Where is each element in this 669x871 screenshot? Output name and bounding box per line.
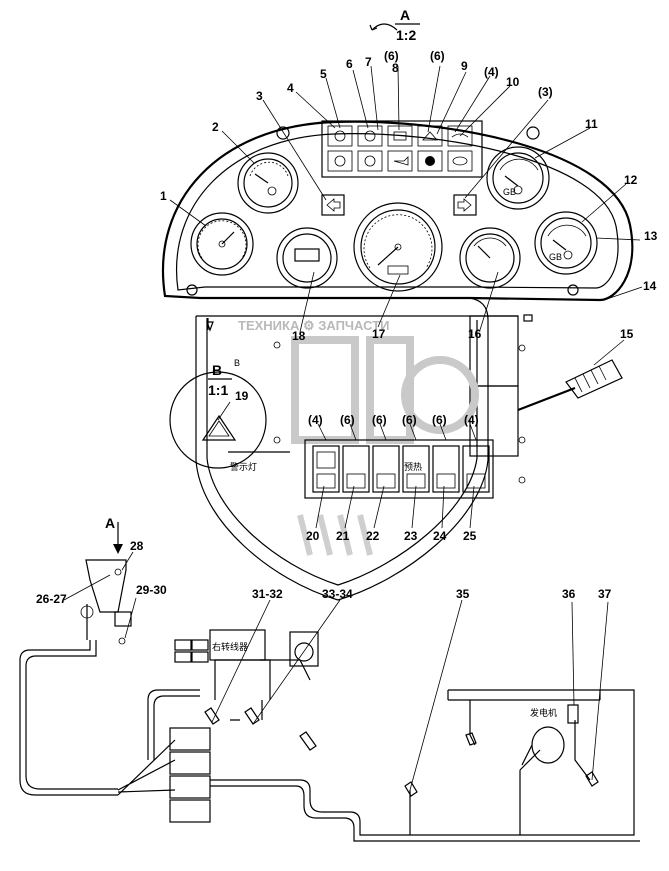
warning-light-panel bbox=[321, 120, 483, 178]
callout-c9: 9 bbox=[461, 59, 468, 73]
parking-icon bbox=[334, 155, 346, 167]
callout-c9q: (6) bbox=[430, 49, 445, 63]
oil-icon bbox=[334, 130, 346, 142]
callout-c2930: 29-30 bbox=[136, 583, 167, 597]
detail-b-letter: B bbox=[212, 362, 222, 378]
callout-c25: 25 bbox=[463, 529, 477, 543]
gauge-12-voltmeter: GB bbox=[534, 211, 598, 275]
generator-label: 发电机 bbox=[530, 707, 557, 718]
right-arrow-icon bbox=[457, 198, 472, 212]
callout-c19: 19 bbox=[235, 389, 249, 403]
callout-c3334: 33-34 bbox=[322, 587, 353, 601]
callout-c36: 36 bbox=[562, 587, 576, 601]
bracket-28 bbox=[80, 559, 132, 645]
connectors: 右转线器 发电机 bbox=[174, 629, 599, 797]
tachometer bbox=[353, 202, 443, 292]
left-arrow-icon bbox=[326, 198, 341, 212]
callout-c14: 14 bbox=[643, 279, 657, 293]
callout-c6: 6 bbox=[346, 57, 353, 71]
callout-s5: (6) bbox=[432, 413, 447, 427]
callout-c10q: (4) bbox=[484, 65, 499, 79]
headlight-icon bbox=[393, 156, 409, 166]
callout-c12: 12 bbox=[624, 173, 638, 187]
arrow-a: A bbox=[105, 515, 123, 554]
arrow-a-letter: A bbox=[105, 515, 115, 531]
battery-icon bbox=[393, 131, 407, 141]
callout-c3: 3 bbox=[256, 89, 263, 103]
gauge-1-oil-pressure bbox=[190, 212, 254, 276]
callout-c23: 23 bbox=[404, 529, 418, 543]
callout-c2: 2 bbox=[212, 120, 219, 134]
callout-c22: 22 bbox=[366, 529, 380, 543]
watermark-text: ТЕХНИКА ⚙ ЗАПЧАСТИ bbox=[238, 318, 389, 333]
callout-c10: 10 bbox=[506, 75, 520, 89]
callout-c15: 15 bbox=[620, 327, 634, 341]
callout-s3: (6) bbox=[372, 413, 387, 427]
callout-s6: (4) bbox=[464, 413, 479, 427]
lamp-icon bbox=[452, 156, 468, 166]
callout-c8: 8 bbox=[392, 61, 399, 75]
callout-c3132: 31-32 bbox=[252, 587, 283, 601]
gauge-11-temperature: GB bbox=[486, 146, 550, 210]
gauge-2-hour-meter bbox=[237, 152, 299, 214]
callout-c20: 20 bbox=[306, 529, 320, 543]
callout-c24: 24 bbox=[433, 529, 447, 543]
detail-b-callout: B B 1:1 警示灯 bbox=[169, 358, 290, 472]
preheat-label: 预热 bbox=[404, 461, 422, 472]
dot-icon bbox=[425, 156, 435, 166]
callout-c21: 21 bbox=[336, 529, 350, 543]
callout-c17: 17 bbox=[372, 327, 386, 341]
svg-text:B: B bbox=[234, 358, 240, 368]
callout-c3q: (3) bbox=[538, 85, 553, 99]
view-a-marker: A 1:2 bbox=[369, 7, 420, 43]
watermark-shapes: ТЕХНИКА ⚙ ЗАПЧАСТИ bbox=[238, 318, 479, 556]
hazard-icon bbox=[201, 414, 237, 441]
callout-c13: 13 bbox=[644, 229, 658, 243]
callout-s1: (4) bbox=[308, 413, 323, 427]
callout-c8q: (6) bbox=[384, 49, 399, 63]
callout-c1: 1 bbox=[160, 189, 167, 203]
callout-c28: 28 bbox=[130, 539, 144, 553]
callout-c18: 18 bbox=[292, 329, 306, 343]
harness bbox=[19, 640, 640, 842]
svg-text:GB: GB bbox=[549, 252, 562, 262]
callout-c5: 5 bbox=[320, 67, 327, 81]
callout-c4: 4 bbox=[287, 81, 294, 95]
bottom-leaders bbox=[63, 551, 609, 791]
hazard-label: 警示灯 bbox=[230, 461, 257, 472]
brake-icon bbox=[364, 130, 376, 142]
leader-lines bbox=[169, 65, 643, 529]
callout-c35: 35 bbox=[456, 587, 470, 601]
combination-switch bbox=[517, 359, 623, 412]
gauge-16-fuel bbox=[459, 227, 521, 289]
detail-b-scale: 1:1 bbox=[208, 382, 228, 398]
callout-c16: 16 bbox=[468, 327, 482, 341]
svg-text:GB: GB bbox=[503, 187, 516, 197]
callout-c11: 11 bbox=[585, 117, 598, 131]
switch-panel: 预热 bbox=[304, 439, 494, 499]
module-label: 右转线器 bbox=[212, 641, 248, 652]
triangle-icon bbox=[422, 131, 438, 141]
callout-s4: (6) bbox=[402, 413, 417, 427]
view-a-scale: 1:2 bbox=[396, 27, 416, 43]
callout-s2: (6) bbox=[340, 413, 355, 427]
lower-housing bbox=[195, 297, 533, 601]
callout-c37: 37 bbox=[598, 587, 612, 601]
view-a-letter: A bbox=[400, 7, 410, 23]
callout-c2627: 26-27 bbox=[36, 592, 67, 606]
info-icon bbox=[364, 155, 376, 167]
gauge-18-display bbox=[276, 227, 338, 289]
turn-indicators bbox=[321, 194, 477, 216]
filter-icon bbox=[451, 133, 469, 138]
callout-c7: 7 bbox=[365, 55, 372, 69]
